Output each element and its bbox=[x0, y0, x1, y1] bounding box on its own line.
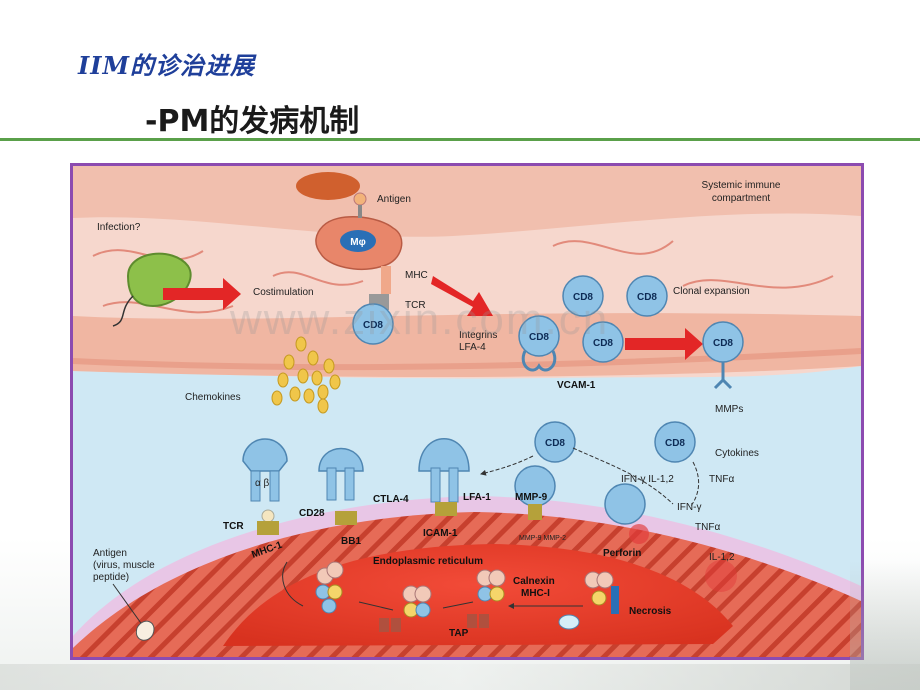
cd8-cell-7 bbox=[534, 421, 576, 463]
lfa1-label: LFA-1 bbox=[463, 492, 491, 503]
chemokine-dots bbox=[271, 336, 341, 414]
perforin-cell bbox=[604, 483, 649, 544]
slide-subtitle: -PM的发病机制 bbox=[145, 104, 360, 139]
mphi-label: Mφ bbox=[350, 237, 365, 248]
antigen-bottom-label-2: (virus, muscle bbox=[93, 560, 155, 571]
mmp9-label: MMP-9 bbox=[515, 492, 548, 503]
arrow-migration-icon bbox=[431, 276, 493, 316]
cd8-cell-8 bbox=[654, 421, 696, 463]
mhc-label: MHC bbox=[405, 270, 428, 281]
costimulation-label: Costimulation bbox=[253, 287, 314, 298]
mhc1-molecule bbox=[257, 521, 279, 535]
systemic-label-2: compartment bbox=[712, 193, 771, 204]
tcr-label: TCR bbox=[223, 521, 244, 532]
cd8-cell-4 bbox=[518, 315, 560, 357]
cd8-label-5: CD8 bbox=[593, 338, 613, 349]
arrow-infection-icon bbox=[163, 278, 241, 310]
cd8-cell-3 bbox=[626, 275, 668, 317]
slide-title: IIM的诊治进展 bbox=[78, 51, 256, 80]
arrow-extravasation-icon bbox=[625, 328, 703, 360]
antigen-bottom-label-3: peptide) bbox=[93, 572, 129, 583]
peptide-icon bbox=[261, 509, 275, 523]
antigen-particle-icon bbox=[353, 192, 367, 206]
antigen-top-label: Antigen bbox=[377, 194, 411, 205]
cd8-cell-2 bbox=[562, 275, 604, 317]
cd28-label: CD28 bbox=[299, 508, 325, 519]
antigen-cell bbox=[296, 172, 360, 200]
macrophage-nucleus bbox=[340, 230, 376, 252]
chemokines-label: Chemokines bbox=[185, 392, 241, 403]
antigen-particle-bottom-icon bbox=[135, 620, 155, 641]
cd8-label-7: CD8 bbox=[545, 438, 565, 449]
tnfa-top-label: TNFα bbox=[709, 474, 734, 485]
processing-arrows bbox=[282, 561, 583, 610]
mmp9-cell bbox=[514, 465, 556, 520]
cd8-label-8: CD8 bbox=[665, 438, 685, 449]
cd8-cell-5 bbox=[582, 321, 624, 363]
bb1-molecule bbox=[335, 511, 357, 525]
ctla4-label: CTLA-4 bbox=[373, 494, 409, 505]
icam1-molecule bbox=[435, 502, 457, 516]
tcr-cell bbox=[242, 438, 288, 502]
cd8-label-2: CD8 bbox=[573, 292, 593, 303]
mmps-label: MMPs bbox=[715, 404, 743, 415]
diagram-svg: Mφ Antigen MHC TCR Costimulation Infecti… bbox=[73, 166, 861, 657]
ifn-g-label: IFN-γ bbox=[677, 502, 701, 513]
watermark-text: www.zixin.com.cn bbox=[230, 295, 610, 344]
tap-label: TAP bbox=[449, 628, 469, 639]
pathogenesis-diagram: Mφ Antigen MHC TCR Costimulation Infecti… bbox=[70, 163, 864, 660]
flagellum-icon bbox=[112, 295, 134, 327]
integrin-receptor bbox=[521, 350, 557, 372]
er-label: Endoplasmic reticulum bbox=[373, 556, 483, 567]
lfa4-label: LFA-4 bbox=[459, 342, 486, 353]
mhc-molecule bbox=[381, 266, 391, 294]
necrosis-spot-icon bbox=[705, 560, 737, 592]
vessel-endothelium bbox=[73, 348, 861, 371]
cd8-label-6: CD8 bbox=[713, 338, 733, 349]
calnexin-label: Calnexin bbox=[513, 576, 555, 587]
perforin-label: Perforin bbox=[603, 548, 641, 559]
antigen-pointer bbox=[112, 583, 144, 627]
mhc-i-label: MHC-I bbox=[521, 588, 550, 599]
icam1-label: ICAM-1 bbox=[423, 528, 458, 539]
clonal-expansion-label: Clonal expansion bbox=[673, 286, 750, 297]
ifn-il-label: IFN-γ IL-1,2 bbox=[621, 474, 674, 485]
vessel-wall-top bbox=[73, 166, 861, 237]
cytokines-label: Cytokines bbox=[715, 448, 759, 459]
tcr-top-label: TCR bbox=[405, 300, 426, 311]
mhc-assembly-icons bbox=[315, 561, 619, 632]
tnfa-label: TNFα bbox=[695, 522, 720, 533]
cd8-label-1: CD8 bbox=[363, 320, 383, 331]
necrosis-label: Necrosis bbox=[629, 606, 672, 617]
alpha-beta-label: α β bbox=[255, 478, 270, 489]
cd28-receptor bbox=[318, 447, 364, 501]
infection-label: Infection? bbox=[97, 222, 141, 233]
ctla4-receptor bbox=[418, 438, 470, 503]
title-divider bbox=[0, 138, 920, 141]
cytokine-arrows bbox=[481, 447, 700, 507]
mmp-small-label: MMP-9 MMP-2 bbox=[519, 535, 566, 542]
vcam1-label: VCAM-1 bbox=[557, 380, 596, 391]
bb1-label: BB1 bbox=[341, 536, 361, 547]
cd8-cell-1 bbox=[352, 303, 394, 345]
antigen-bottom-label-1: Antigen bbox=[93, 548, 127, 559]
decorative-bottom-band bbox=[0, 664, 920, 690]
cd8-label-4: CD8 bbox=[529, 332, 549, 343]
integrins-label: Integrins bbox=[459, 330, 497, 341]
il12-label: IL-1,2 bbox=[709, 552, 735, 563]
systemic-label-1: Systemic immune bbox=[702, 180, 781, 191]
mmp-receptor bbox=[713, 362, 733, 390]
cd8-label-3: CD8 bbox=[637, 292, 657, 303]
